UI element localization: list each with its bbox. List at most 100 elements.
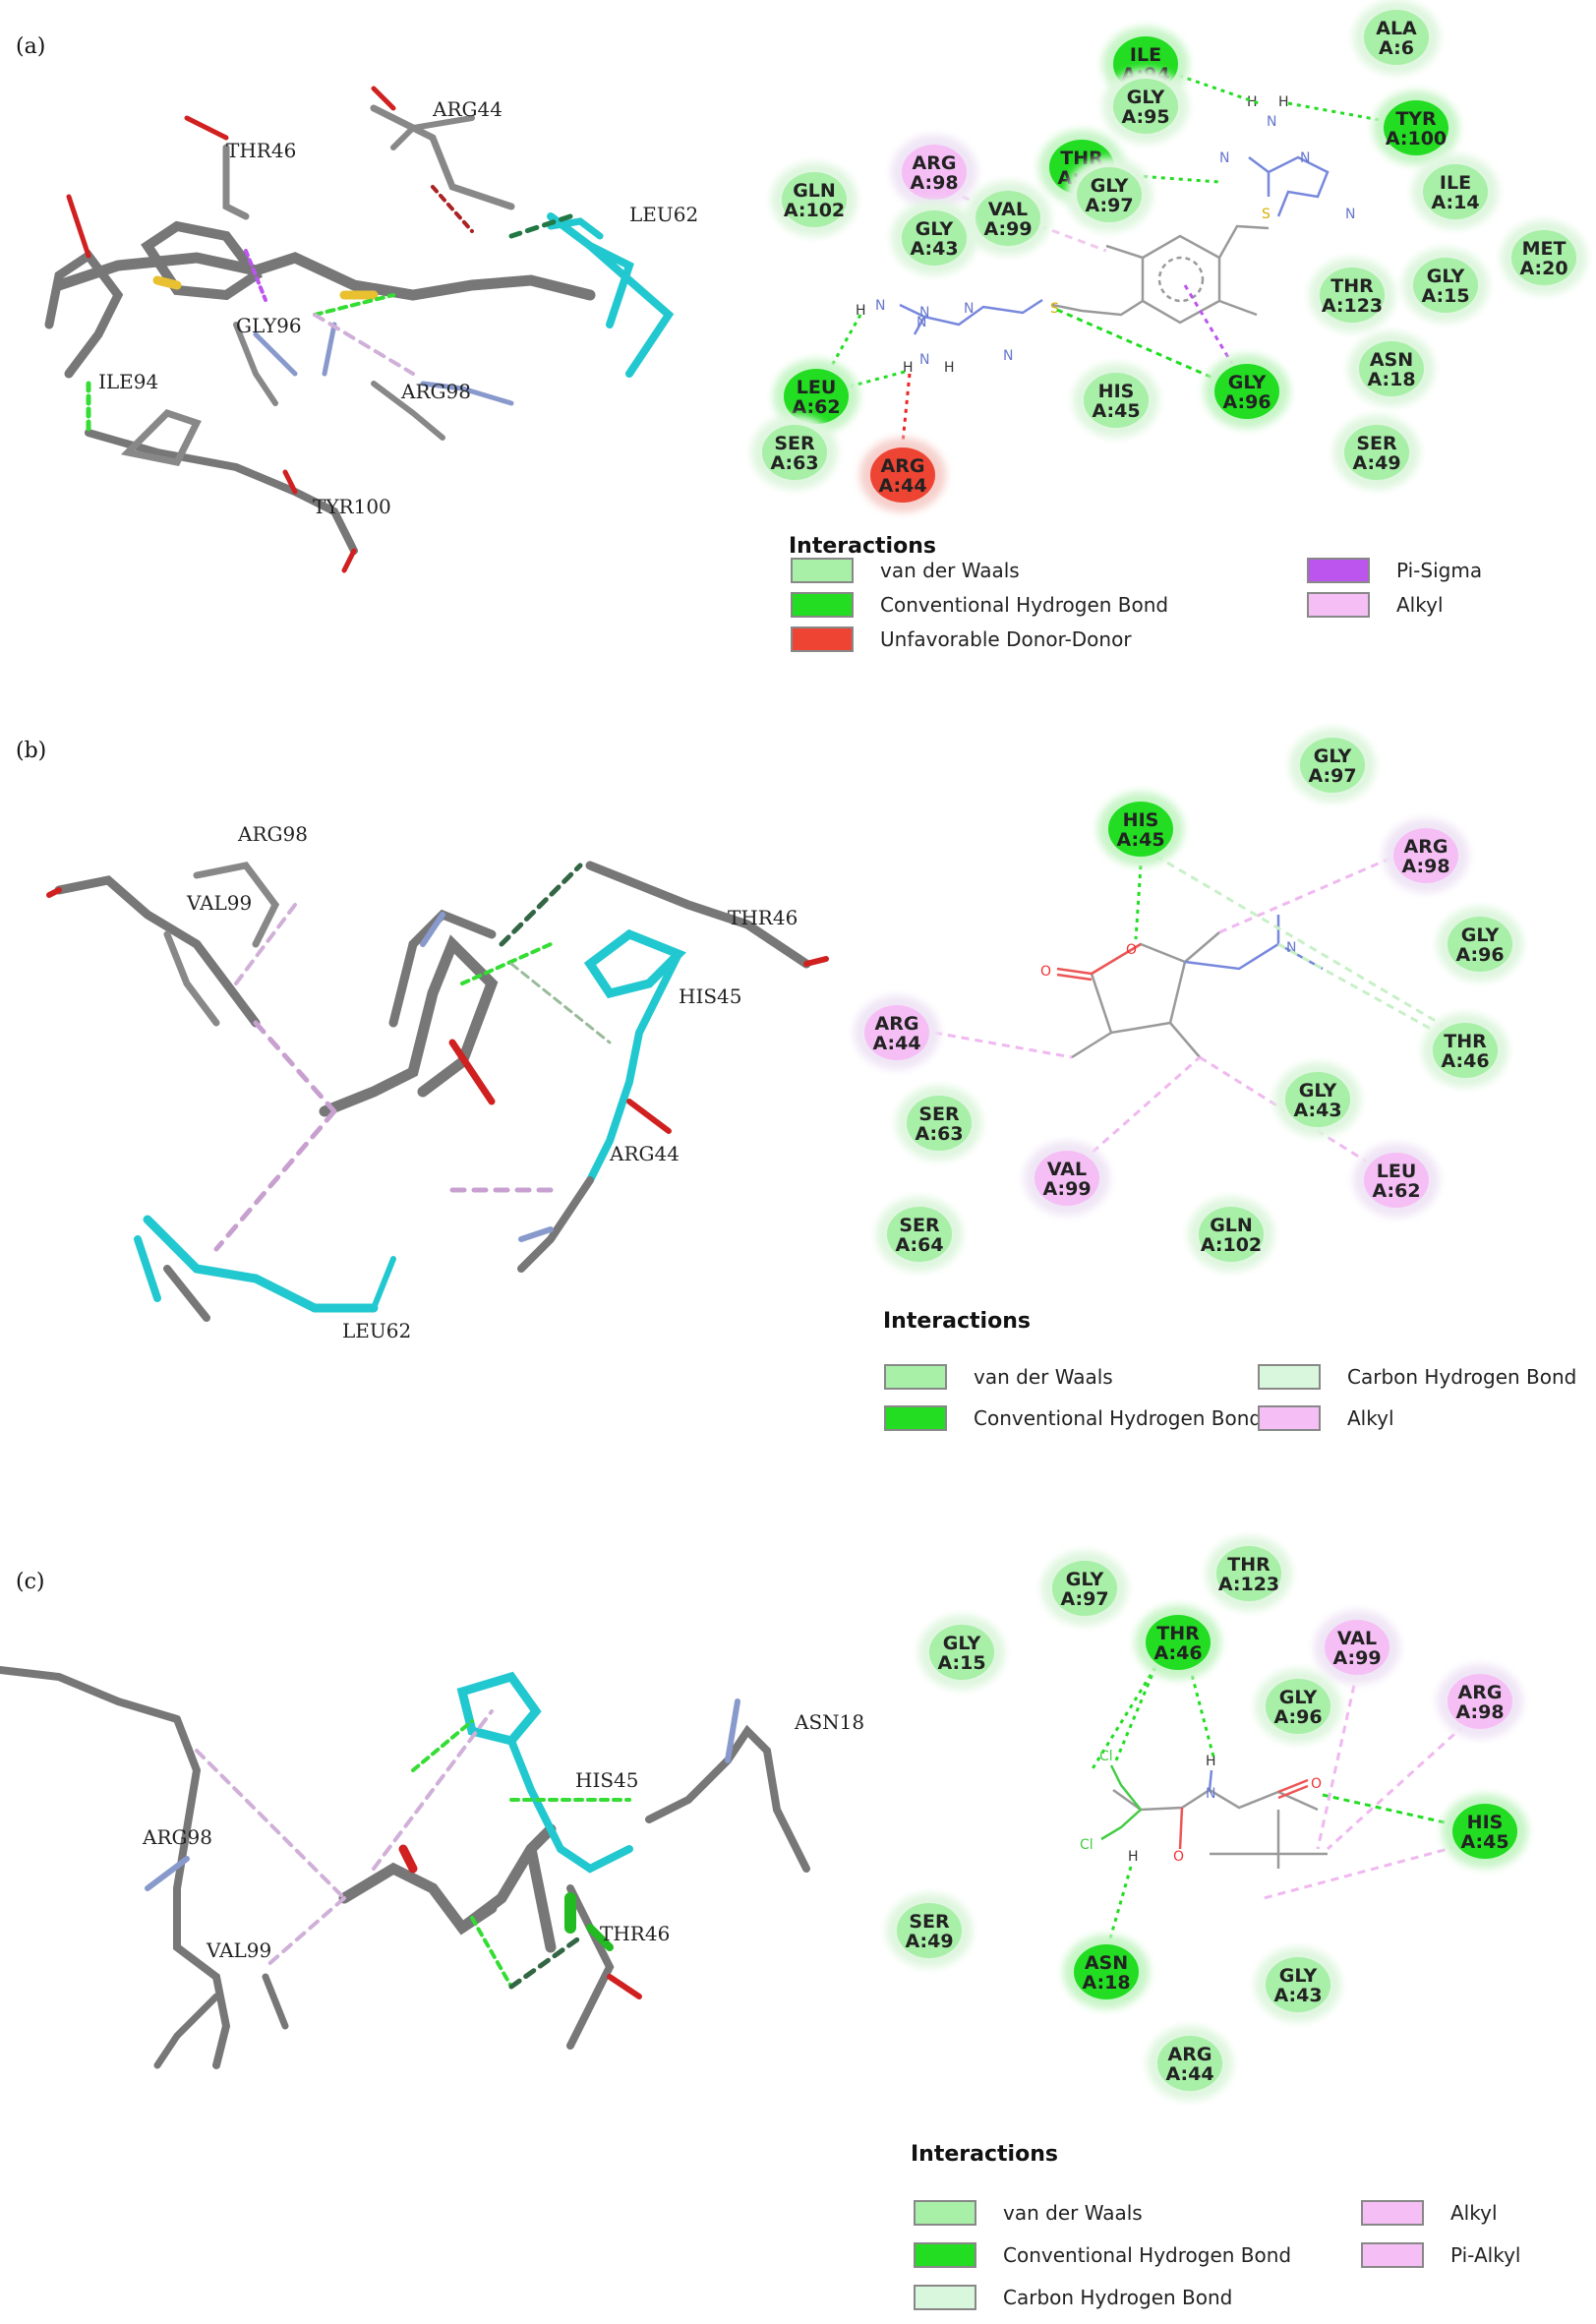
svg-text:O: O [1126, 942, 1137, 958]
legend-label: Alkyl [1396, 593, 1444, 617]
residue-disc [784, 369, 849, 424]
svg-text:H: H [1128, 1849, 1139, 1865]
residue-disc [1433, 1023, 1498, 1078]
svg-text:N: N [1206, 1786, 1215, 1802]
residue-id: A:18 [1367, 369, 1415, 390]
legend-swatch-vdw [884, 1364, 947, 1390]
ligand-a-structure [899, 155, 1330, 335]
legend-label: van der Waals [1003, 2201, 1143, 2225]
residue-name: ARG [1458, 1682, 1503, 1703]
svg-text:N: N [919, 305, 929, 321]
residue-name: VAL [988, 199, 1028, 220]
residue-name: GLY [1314, 745, 1352, 767]
residue-name: ILE [1440, 172, 1471, 194]
svg-text:N: N [875, 298, 885, 314]
residue-disc [1393, 828, 1458, 883]
label3d-arg44-b: ARG44 [609, 1142, 680, 1165]
residue-id: A:46 [1153, 1642, 1202, 1664]
residue-name: GLY [1279, 1965, 1318, 1987]
residue-disc [1113, 79, 1178, 134]
residue-name: ILE [1130, 44, 1161, 66]
legend-swatch-vdw [791, 558, 854, 583]
residue-disc [1146, 1615, 1211, 1670]
svg-text:S: S [1050, 301, 1059, 317]
residue-id: A:99 [983, 218, 1032, 240]
residue-disc [902, 145, 967, 200]
panel-b-interaction-lines [933, 854, 1456, 1182]
legend-label: Conventional Hydrogen Bond [974, 1406, 1262, 1430]
legend-title: Interactions [883, 1309, 1031, 1334]
residue-name: GLN [793, 180, 836, 202]
legend-title: Interactions [789, 534, 936, 559]
residue-disc [762, 425, 827, 480]
residue-name: TYR [1395, 108, 1437, 130]
panel-c-3d-view [0, 1666, 810, 2069]
legend-label: Alkyl [1347, 1406, 1394, 1430]
residue-name: MET [1522, 238, 1566, 260]
residue-id: A:63 [915, 1123, 963, 1145]
svg-text:N: N [1003, 348, 1013, 364]
legend-swatch-unfavorable [791, 626, 854, 652]
residue-name: GLY [1066, 1569, 1104, 1590]
svg-text:Cl: Cl [1099, 1749, 1113, 1764]
residue-id: A:49 [1352, 452, 1400, 474]
residue-disc [1413, 258, 1478, 313]
residue-disc [1384, 100, 1448, 155]
residue-disc [1199, 1207, 1264, 1262]
residue-name: ASN [1370, 349, 1413, 371]
residue-id: A:97 [1308, 765, 1356, 787]
residue-id: A:46 [1441, 1050, 1489, 1072]
residue-name: HIS [1098, 381, 1135, 402]
ligand-c-atoms: Cl Cl H N O H O [1080, 1749, 1322, 1865]
residue-id: A:43 [1293, 1100, 1341, 1121]
residue-id: A:45 [1092, 400, 1140, 422]
residue-disc [1074, 1944, 1139, 1999]
label3d-tyr100: TYR100 [313, 495, 391, 518]
panel-c-label: (c) [16, 1570, 45, 1594]
residue-id: A:98 [1455, 1701, 1504, 1723]
residue-disc [1344, 425, 1409, 480]
residue-disc [864, 1005, 929, 1060]
residue-name: LEU [797, 377, 837, 398]
residue-disc [887, 1207, 952, 1262]
residue-name: SER [918, 1103, 960, 1125]
residue-name: THR [1156, 1623, 1200, 1644]
svg-text:N: N [1267, 114, 1276, 130]
legend-label: Conventional Hydrogen Bond [880, 593, 1168, 617]
residue-id: A:95 [1121, 106, 1169, 128]
ligand-b-atoms: O O N [1040, 940, 1296, 980]
residue-name: SER [909, 1911, 950, 1933]
residue-id: A:44 [878, 475, 926, 497]
residue-id: A:43 [1273, 1985, 1322, 2006]
residue-name: ARG [913, 152, 957, 174]
residue-name: GLY [1299, 1080, 1337, 1102]
svg-text:N: N [919, 352, 929, 368]
residue-disc [1325, 1620, 1389, 1675]
residue-name: ARG [1404, 836, 1448, 858]
svg-text:N: N [964, 301, 974, 317]
legend-label: Alkyl [1450, 2201, 1498, 2225]
residue-disc [1266, 1679, 1330, 1734]
label3d-val99-c: VAL99 [206, 1938, 271, 1962]
residue-name: SER [774, 433, 815, 454]
residue-disc [1300, 738, 1365, 793]
legend-label: Pi-Sigma [1396, 559, 1482, 582]
residue-id: A:63 [770, 452, 818, 474]
residue-id: A:6 [1379, 37, 1414, 59]
residue-name: GLN [1210, 1215, 1253, 1236]
